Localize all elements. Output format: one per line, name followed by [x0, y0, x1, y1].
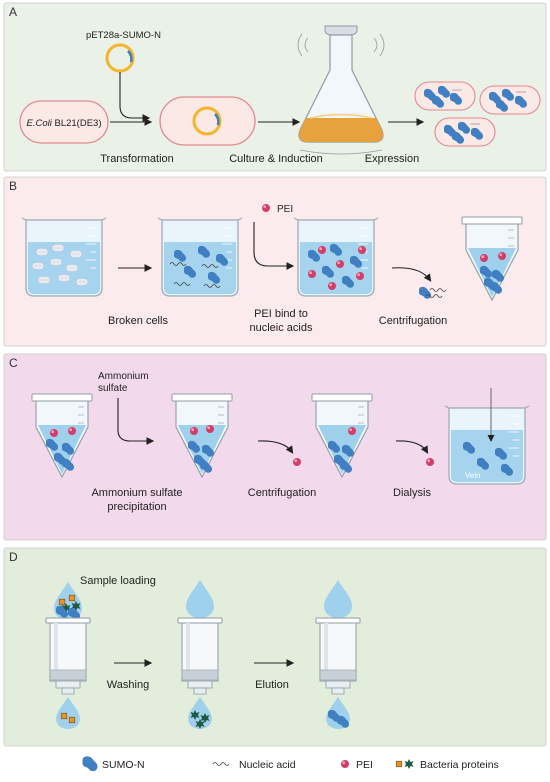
step-ammonium-line1: Ammonium sulfate [91, 487, 182, 499]
legend-bacteria-square-icon [395, 760, 403, 768]
panel-a-letter: A [9, 5, 17, 19]
plasmid-label: pET28a-SUMO-N [86, 30, 161, 41]
step-washing: Washing [107, 679, 149, 691]
legend-bacteria-label: Bacteria proteins [420, 759, 499, 771]
legend: SUMO-N Nucleic acid PEI Bacteria protein… [82, 756, 499, 772]
arrow-centrifuge-b [391, 267, 432, 282]
panel-a-background [3, 2, 547, 172]
legend-sumo-icon [82, 756, 98, 772]
strain-name: BL21(DE3) [52, 118, 102, 129]
arrow-pei-add [253, 222, 295, 270]
arrow-ammonium-add [117, 398, 155, 445]
transformed-cell [159, 96, 256, 146]
beaker-broken-cells [21, 217, 107, 297]
panel-a: A pET28a-SUMO-N E.Coli BL21(DE3) [3, 2, 547, 172]
pei-label: PEI [277, 204, 293, 215]
arrow-plasmid-to-cell [119, 72, 151, 122]
reagent-ammonium-line1: Ammonium [98, 371, 149, 382]
panel-c: C Ammonium sulfate Vein Amm [3, 353, 547, 541]
dialysis-beaker-label: Vein [465, 471, 481, 480]
panel-d-letter: D [9, 550, 18, 564]
panel-c-letter: C [9, 356, 18, 370]
panel-b: B PEI [3, 176, 547, 347]
culture-flask [297, 25, 385, 155]
step-culture-induction: Culture & Induction [229, 153, 323, 165]
legend-nucleic-label: Nucleic acid [239, 759, 296, 771]
step-dialysis: Dialysis [393, 487, 431, 499]
panel-c-background [3, 353, 547, 541]
step-sample-loading: Sample loading [80, 575, 156, 587]
step-centrifugation-b: Centrifugation [379, 315, 448, 327]
panel-d: D Sample loading Washing Elution [3, 547, 547, 747]
step-centrifugation-c: Centrifugation [248, 487, 317, 499]
arrow-dialysis [395, 440, 429, 454]
dialysis-beaker [444, 388, 530, 485]
legend-bacteria-star-icon [404, 759, 414, 769]
ecoli-cell: E.Coli BL21(DE3) [19, 100, 109, 144]
removed-pei-c1 [293, 458, 301, 466]
strain-name-italic: E.Coli [27, 118, 53, 129]
step-elution: Elution [255, 679, 289, 691]
legend-nucleic-icon [212, 762, 230, 766]
plasmid-icon [105, 43, 135, 73]
panel-d-background [3, 547, 547, 747]
reagent-ammonium-line2: sulfate [98, 383, 128, 394]
step-ammonium-line2: precipitation [107, 501, 166, 513]
svg-text:E.Coli BL21(DE3): E.Coli BL21(DE3) [27, 118, 102, 129]
arrow-centrifuge-c [257, 440, 294, 454]
panel-b-background [3, 176, 547, 347]
step-broken-cells: Broken cells [108, 315, 168, 327]
step-pei-bind-line1: PEI bind to [254, 308, 308, 320]
removed-pei-c2 [426, 458, 434, 466]
beaker-pei [293, 217, 379, 297]
step-expression: Expression [365, 153, 419, 165]
step-transformation: Transformation [100, 153, 174, 165]
legend-sumo-label: SUMO-N [102, 759, 145, 771]
legend-pei-icon [341, 760, 349, 768]
legend-pei-label: PEI [356, 759, 373, 771]
step-pei-bind-line2: nucleic acids [250, 322, 313, 334]
beaker-lysate [157, 217, 243, 297]
pei-icon [262, 204, 270, 212]
expression-cells [414, 81, 541, 147]
panel-b-letter: B [9, 179, 17, 193]
